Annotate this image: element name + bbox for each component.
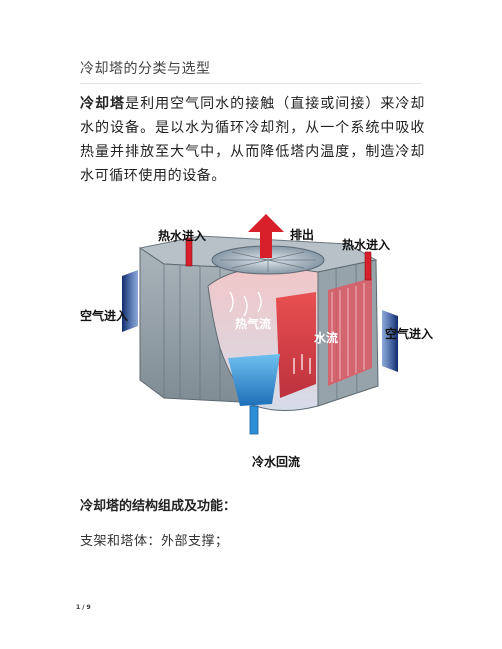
- title-divider: [80, 83, 422, 84]
- cooling-tower-diagram: 热水进入 排出 热水进入 空气进入 热气流 水流 空气进入 冷水回流: [80, 208, 440, 476]
- intro-text: 是利用空气同水的接触（直接或间接）来冷却水的设备。是以水为循环冷却剂，从一个系统…: [80, 96, 425, 184]
- hot-water-inlet-pipe-left: [185, 237, 193, 267]
- exhaust-arrow-icon: [248, 214, 284, 258]
- label-hot-water-in-left: 热水进入: [158, 228, 206, 243]
- cold-water-outlet-pipe: [249, 405, 259, 435]
- cooling-tower-illustration: 热水进入 排出 热水进入 空气进入 热气流 水流 空气进入 冷水回流: [80, 214, 433, 469]
- label-air-in-right: 空气进入: [385, 326, 433, 341]
- cold-water-basin: [228, 354, 280, 406]
- page-number: 1 / 9: [76, 604, 91, 611]
- label-hot-air-flow: 热气流: [235, 316, 271, 331]
- air-intake-right-arrow: [382, 310, 398, 372]
- intro-term: 冷却塔: [80, 96, 126, 112]
- label-cold-water-return: 冷水回流: [252, 454, 300, 469]
- water-flow-arrows: [293, 354, 311, 374]
- label-hot-water-in-right: 热水进入: [342, 237, 390, 252]
- fill-media-lines: [331, 283, 365, 382]
- label-exhaust: 排出: [290, 227, 314, 242]
- air-intake-left-arrow: [122, 270, 138, 332]
- hot-air-flow-arrows: [229, 291, 262, 317]
- body-text-line: 支架和塔体：外部支撑；: [80, 534, 229, 549]
- label-water-flow: 水流: [314, 330, 338, 345]
- hot-water-inlet-pipe-right: [364, 251, 372, 281]
- section-heading: 冷却塔的结构组成及功能：: [80, 499, 237, 514]
- hot-fill-media: [276, 292, 316, 398]
- page-title: 冷却塔的分类与选型: [80, 61, 211, 77]
- side-hot-fill-media: [328, 278, 372, 386]
- label-air-in-left: 空气进入: [80, 308, 128, 323]
- intro-paragraph: 冷却塔是利用空气同水的接触（直接或间接）来冷却水的设备。是以水为循环冷却剂，从一…: [80, 92, 425, 188]
